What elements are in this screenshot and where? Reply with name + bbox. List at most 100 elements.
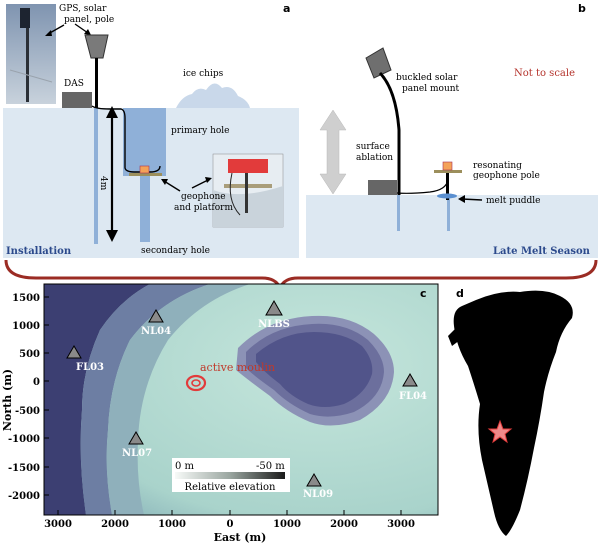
station-label: NL07: [122, 448, 152, 459]
gps-arrow-right: [74, 23, 89, 34]
late-melt-label: Late Melt Season: [493, 246, 591, 257]
gps-label-line1: GPS, solar: [59, 4, 107, 14]
moulin-marker-outer: [185, 374, 207, 392]
cable: [91, 105, 161, 173]
secondary-hole-label: secondary hole: [141, 246, 210, 256]
installation-label: Installation: [6, 246, 72, 257]
station-marker: [148, 309, 164, 323]
gps-photo-ground: [9, 69, 53, 83]
geophone-arrow-left-head: [161, 179, 168, 185]
resonating-platform: [434, 170, 462, 173]
ice-chips-mound: [176, 83, 250, 108]
panel-b-hole-right: [447, 195, 450, 231]
gps-arrow-left-head: [45, 30, 52, 36]
geophone-photo-cable: [229, 172, 241, 216]
geophone-arrow-right-head: [205, 177, 212, 183]
panel-b-ice: [306, 195, 598, 258]
melt-puddle-label: melt puddle: [486, 196, 541, 206]
y-tick-label: -500: [15, 406, 40, 417]
station-label: NL09: [303, 489, 333, 500]
buckled-pole: [378, 71, 401, 195]
y-tick-label: -1500: [8, 463, 40, 474]
y-tick-label: -1000: [8, 434, 40, 445]
moulin-marker-inner: [191, 379, 201, 387]
ice-chips-label: ice chips: [183, 69, 224, 79]
y-axis-label: North (m): [1, 369, 14, 431]
station-label: NL04: [141, 326, 171, 337]
panel-c: c 1500 1000 500 0 -500 -1000 -1500 -2000…: [1, 283, 439, 544]
y-ticks: 1500 1000 500 0 -500 -1000 -1500 -2000: [8, 293, 49, 502]
y-tick-label: 500: [19, 349, 40, 360]
station-label: FL03: [76, 362, 104, 373]
x-tick-label: 1000: [158, 519, 186, 530]
colorbar-title: Relative elevation: [185, 482, 276, 493]
melt-puddle-arrow: [461, 198, 483, 201]
geophone-photo-pole: [245, 173, 248, 213]
resonating-pole: [446, 170, 449, 200]
panel-d: d: [448, 287, 573, 536]
panel-a-letter: a: [283, 2, 290, 15]
gps-arrow-right-head: [84, 29, 91, 35]
gps-pole-photo: [6, 4, 56, 104]
x-tick-label: 3000: [44, 519, 72, 530]
panel-d-letter: d: [456, 287, 464, 300]
pole-in-ice: [94, 108, 98, 244]
station-marker: [66, 345, 82, 359]
ablation-label-line1: surface: [356, 142, 390, 152]
das-label: DAS: [64, 79, 84, 89]
map-frame: [43, 283, 439, 516]
not-to-scale: Not to scale: [514, 68, 575, 79]
buckled-label-line2: panel mount: [402, 84, 460, 94]
x-tick-label: 3000: [387, 519, 415, 530]
ablation-label-line2: ablation: [356, 153, 393, 163]
geophone-photo-case: [228, 159, 268, 173]
x-tick-label: 2000: [101, 519, 129, 530]
geophone-label-line2: and platform: [174, 203, 233, 213]
solar-panel: [84, 34, 109, 59]
geophone: [139, 165, 150, 174]
melt-puddle-arrow-head: [458, 195, 465, 203]
depth-arrow-bottom: [106, 230, 118, 242]
colorbar: 0 m -50 m Relative elevation: [172, 458, 290, 493]
moulin-label: active moulin: [200, 361, 275, 374]
resonating-label-line2: geophone pole: [473, 171, 540, 181]
primary-hole-label: primary hole: [171, 126, 230, 136]
panel-a: a ice chips GPS, solar panel, pole DAS: [3, 2, 299, 258]
panel-c-letter: c: [420, 287, 427, 300]
x-tick-label: 1000: [273, 519, 301, 530]
depth-arrow-top: [106, 106, 118, 118]
y-tick-label: 1500: [12, 293, 40, 304]
greenland-outline: [453, 290, 573, 536]
panel-b: b Not to scale surface ablation buckled …: [306, 2, 598, 258]
panel-b-das: [368, 180, 397, 195]
geophone-arrow-left: [163, 180, 181, 192]
das-box: [62, 92, 92, 108]
panel-b-letter: b: [578, 2, 586, 15]
y-tick-label: 0: [33, 377, 40, 388]
depression-inner: [256, 332, 373, 407]
depth-label: 4m: [98, 176, 108, 191]
panel-b-hole-left: [397, 195, 400, 231]
resonating-label-line1: resonating: [473, 161, 522, 171]
map-slope-west: [80, 284, 211, 515]
x-axis-label: East (m): [214, 531, 267, 544]
greenland-island: [448, 328, 460, 346]
gps-label-line2: panel, pole: [64, 15, 114, 25]
station-marker: [402, 373, 418, 387]
y-tick-label: 1000: [12, 321, 40, 332]
geophone-label-line1: geophone: [181, 192, 226, 202]
gps-photo-panel: [20, 8, 30, 28]
station-marker: [306, 473, 322, 487]
study-site-star: [487, 419, 513, 444]
panel-b-cable: [396, 179, 449, 194]
solar-pole: [95, 58, 98, 108]
gps-photo-pole: [26, 12, 29, 102]
map-slope-mid: [106, 284, 251, 515]
buckled-label-line1: buckled solar: [396, 73, 458, 83]
colorbar-left-label: 0 m: [175, 461, 195, 472]
station-marker: [128, 431, 144, 445]
primary-hole: [123, 108, 166, 176]
x-tick-label: 0: [227, 519, 234, 530]
melt-puddle: [437, 193, 457, 199]
ablation-arrow: [319, 109, 347, 195]
